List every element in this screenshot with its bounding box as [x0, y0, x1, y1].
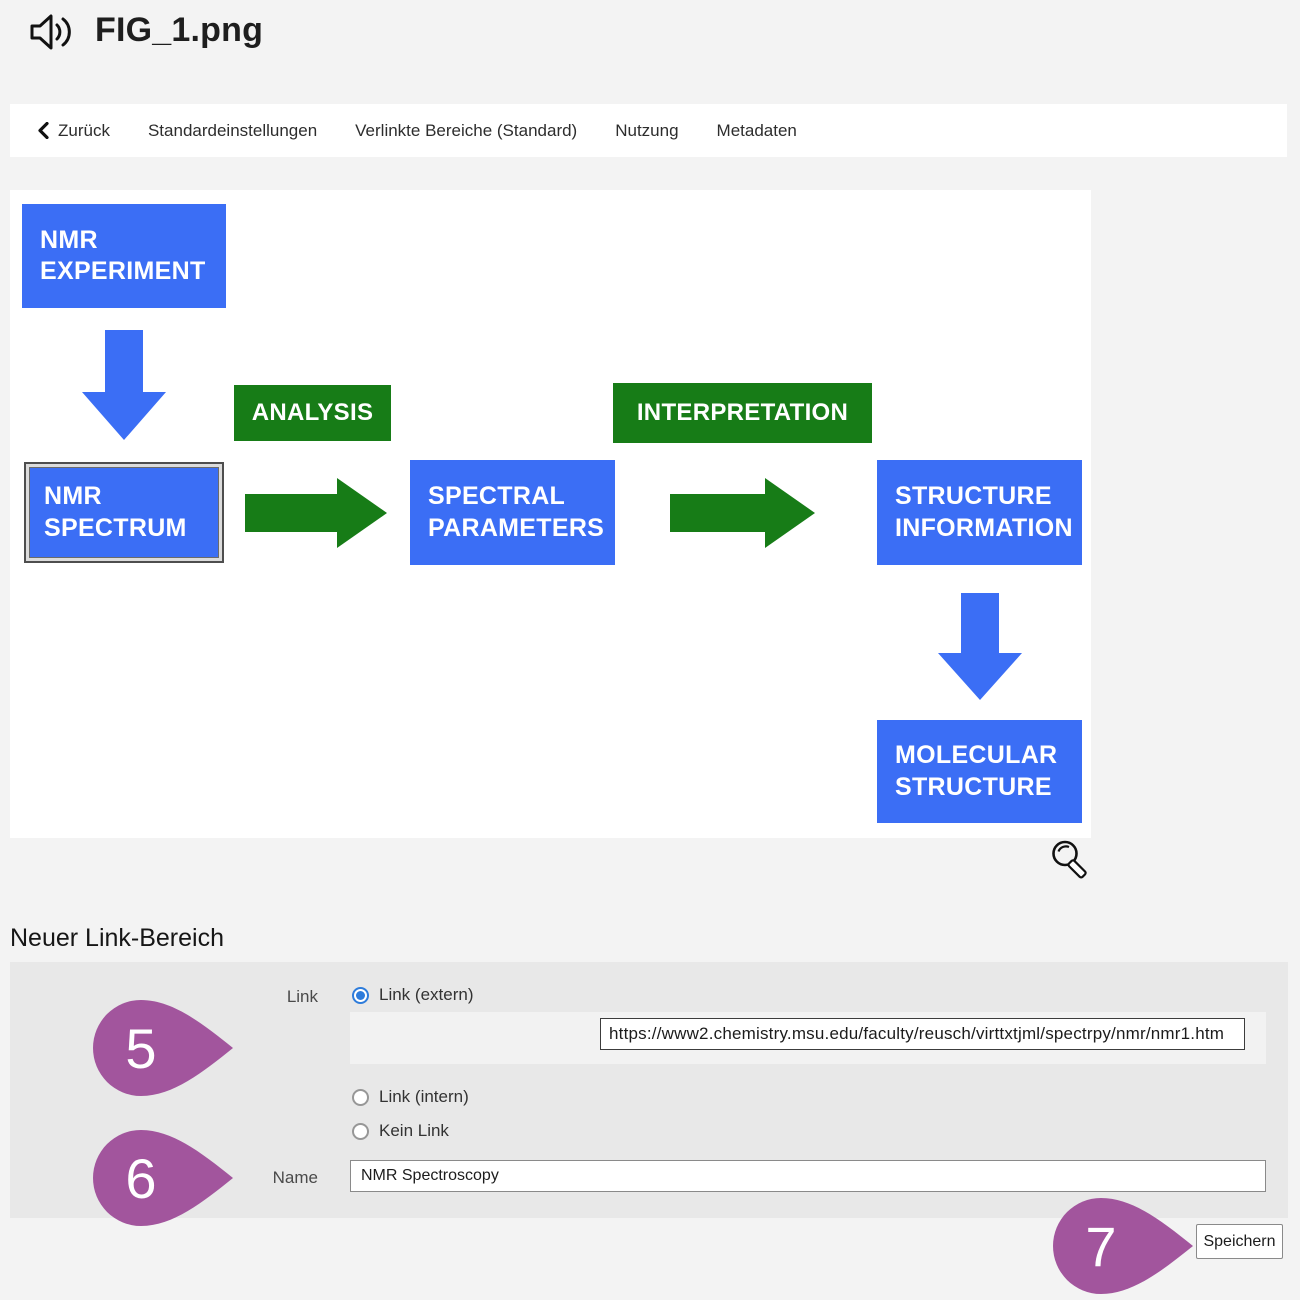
diagram-box-molecular-structure: MOLECULAR STRUCTURE	[877, 720, 1082, 823]
magnifier-icon[interactable]	[1048, 838, 1092, 882]
marker-number: 6	[125, 1146, 157, 1210]
nav-item-nutzung[interactable]: Nutzung	[615, 120, 679, 140]
speaker-icon	[30, 14, 71, 50]
annotation-marker-6: 6	[93, 1130, 233, 1226]
url-field-group	[350, 1012, 1266, 1064]
radio-unselected-icon[interactable]	[352, 1088, 369, 1106]
annotation-marker-7: 7	[1053, 1198, 1193, 1294]
name-input[interactable]	[350, 1160, 1266, 1192]
teardrop-pointer-icon	[93, 1130, 233, 1226]
radio-kein-link-label: Kein Link	[379, 1121, 449, 1140]
marker-number: 5	[125, 1016, 157, 1080]
nav-item-verlinkte-bereiche[interactable]: Verlinkte Bereiche (Standard)	[355, 120, 578, 140]
annotation-marker-5: 5	[93, 1000, 233, 1096]
radio-kein-link[interactable]: Kein Link	[352, 1121, 449, 1141]
teardrop-pointer-icon	[1053, 1198, 1193, 1294]
image-preview: NMR EXPERIMENT ANALYSIS NMR SPECTRUM SPE…	[10, 190, 1091, 838]
external-url-input[interactable]	[600, 1018, 1245, 1050]
section-heading: Neuer Link-Bereich	[10, 924, 224, 952]
name-label: Name	[272, 1168, 318, 1187]
nav-item-standardeinstellungen[interactable]: Standardeinstellungen	[147, 120, 318, 140]
diagram-box-interpretation: INTERPRETATION	[613, 383, 872, 443]
radio-link-extern[interactable]: Link (extern)	[352, 985, 473, 1005]
diagram-box-nmr-spectrum-selected-region[interactable]: NMR SPECTRUM	[24, 462, 224, 563]
radio-unselected-icon[interactable]	[352, 1122, 369, 1140]
arrow-right-icon	[245, 478, 387, 548]
radio-link-intern-label: Link (intern)	[379, 1087, 469, 1106]
marker-number: 7	[1085, 1214, 1117, 1278]
save-button[interactable]: Speichern	[1196, 1224, 1283, 1259]
link-label: Link	[286, 987, 318, 1006]
arrow-right-icon	[670, 478, 815, 548]
radio-selected-icon[interactable]	[352, 986, 369, 1004]
back-label: Zurück	[58, 120, 110, 140]
arrow-down-icon	[938, 593, 1022, 700]
nav-item-metadaten[interactable]: Metadaten	[716, 120, 797, 140]
diagram-box-structure-information: STRUCTURE INFORMATION	[877, 460, 1082, 565]
chevron-left-icon	[38, 122, 49, 139]
teardrop-pointer-icon	[93, 1000, 233, 1096]
radio-link-extern-label: Link (extern)	[379, 985, 474, 1004]
arrow-down-icon	[82, 330, 166, 440]
diagram-box-analysis: ANALYSIS	[234, 385, 391, 441]
diagram-box-spectral-parameters: SPECTRAL PARAMETERS	[410, 460, 615, 565]
toolbar: Zurück Standardeinstellungen Verlinkte B…	[10, 104, 1287, 157]
back-button[interactable]: Zurück	[38, 121, 110, 141]
radio-link-intern[interactable]: Link (intern)	[352, 1087, 469, 1107]
diagram-box-nmr-experiment: NMR EXPERIMENT	[22, 204, 226, 308]
page-title: FIG_1.png	[95, 11, 264, 49]
